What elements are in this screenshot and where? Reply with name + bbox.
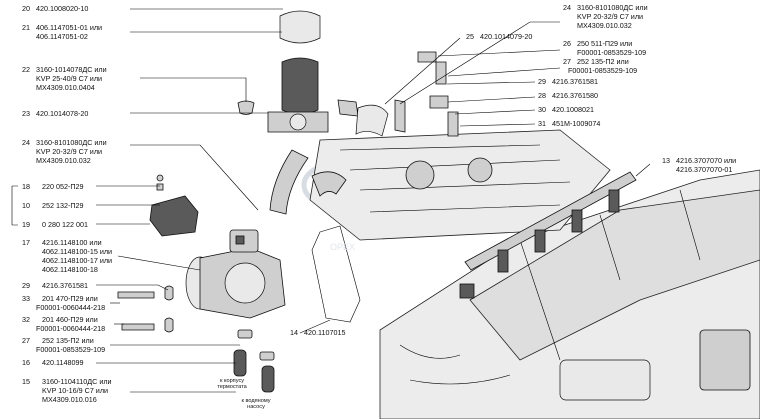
fuel-rail (459, 171, 637, 299)
hose-25-and-brackets (355, 51, 459, 137)
leader-lines-left (11, 8, 331, 393)
leader-lines-right (384, 21, 651, 177)
intake-manifold (309, 129, 611, 241)
watermark-text: OPEX (330, 242, 355, 252)
throttle-body (185, 229, 286, 319)
bolts (117, 285, 174, 333)
note-to-thermostat: к корпусу термостата (217, 378, 247, 391)
coolant-hose (269, 149, 309, 215)
hose-elbow (311, 171, 347, 197)
engine-block (379, 169, 760, 419)
gasket-outline (311, 225, 361, 323)
hose-and-clamps-top (237, 10, 359, 133)
note-to-water-pump: к водяному насосу (241, 398, 271, 411)
idle-air-valve (149, 174, 199, 237)
small-hoses-bottom (233, 329, 275, 393)
